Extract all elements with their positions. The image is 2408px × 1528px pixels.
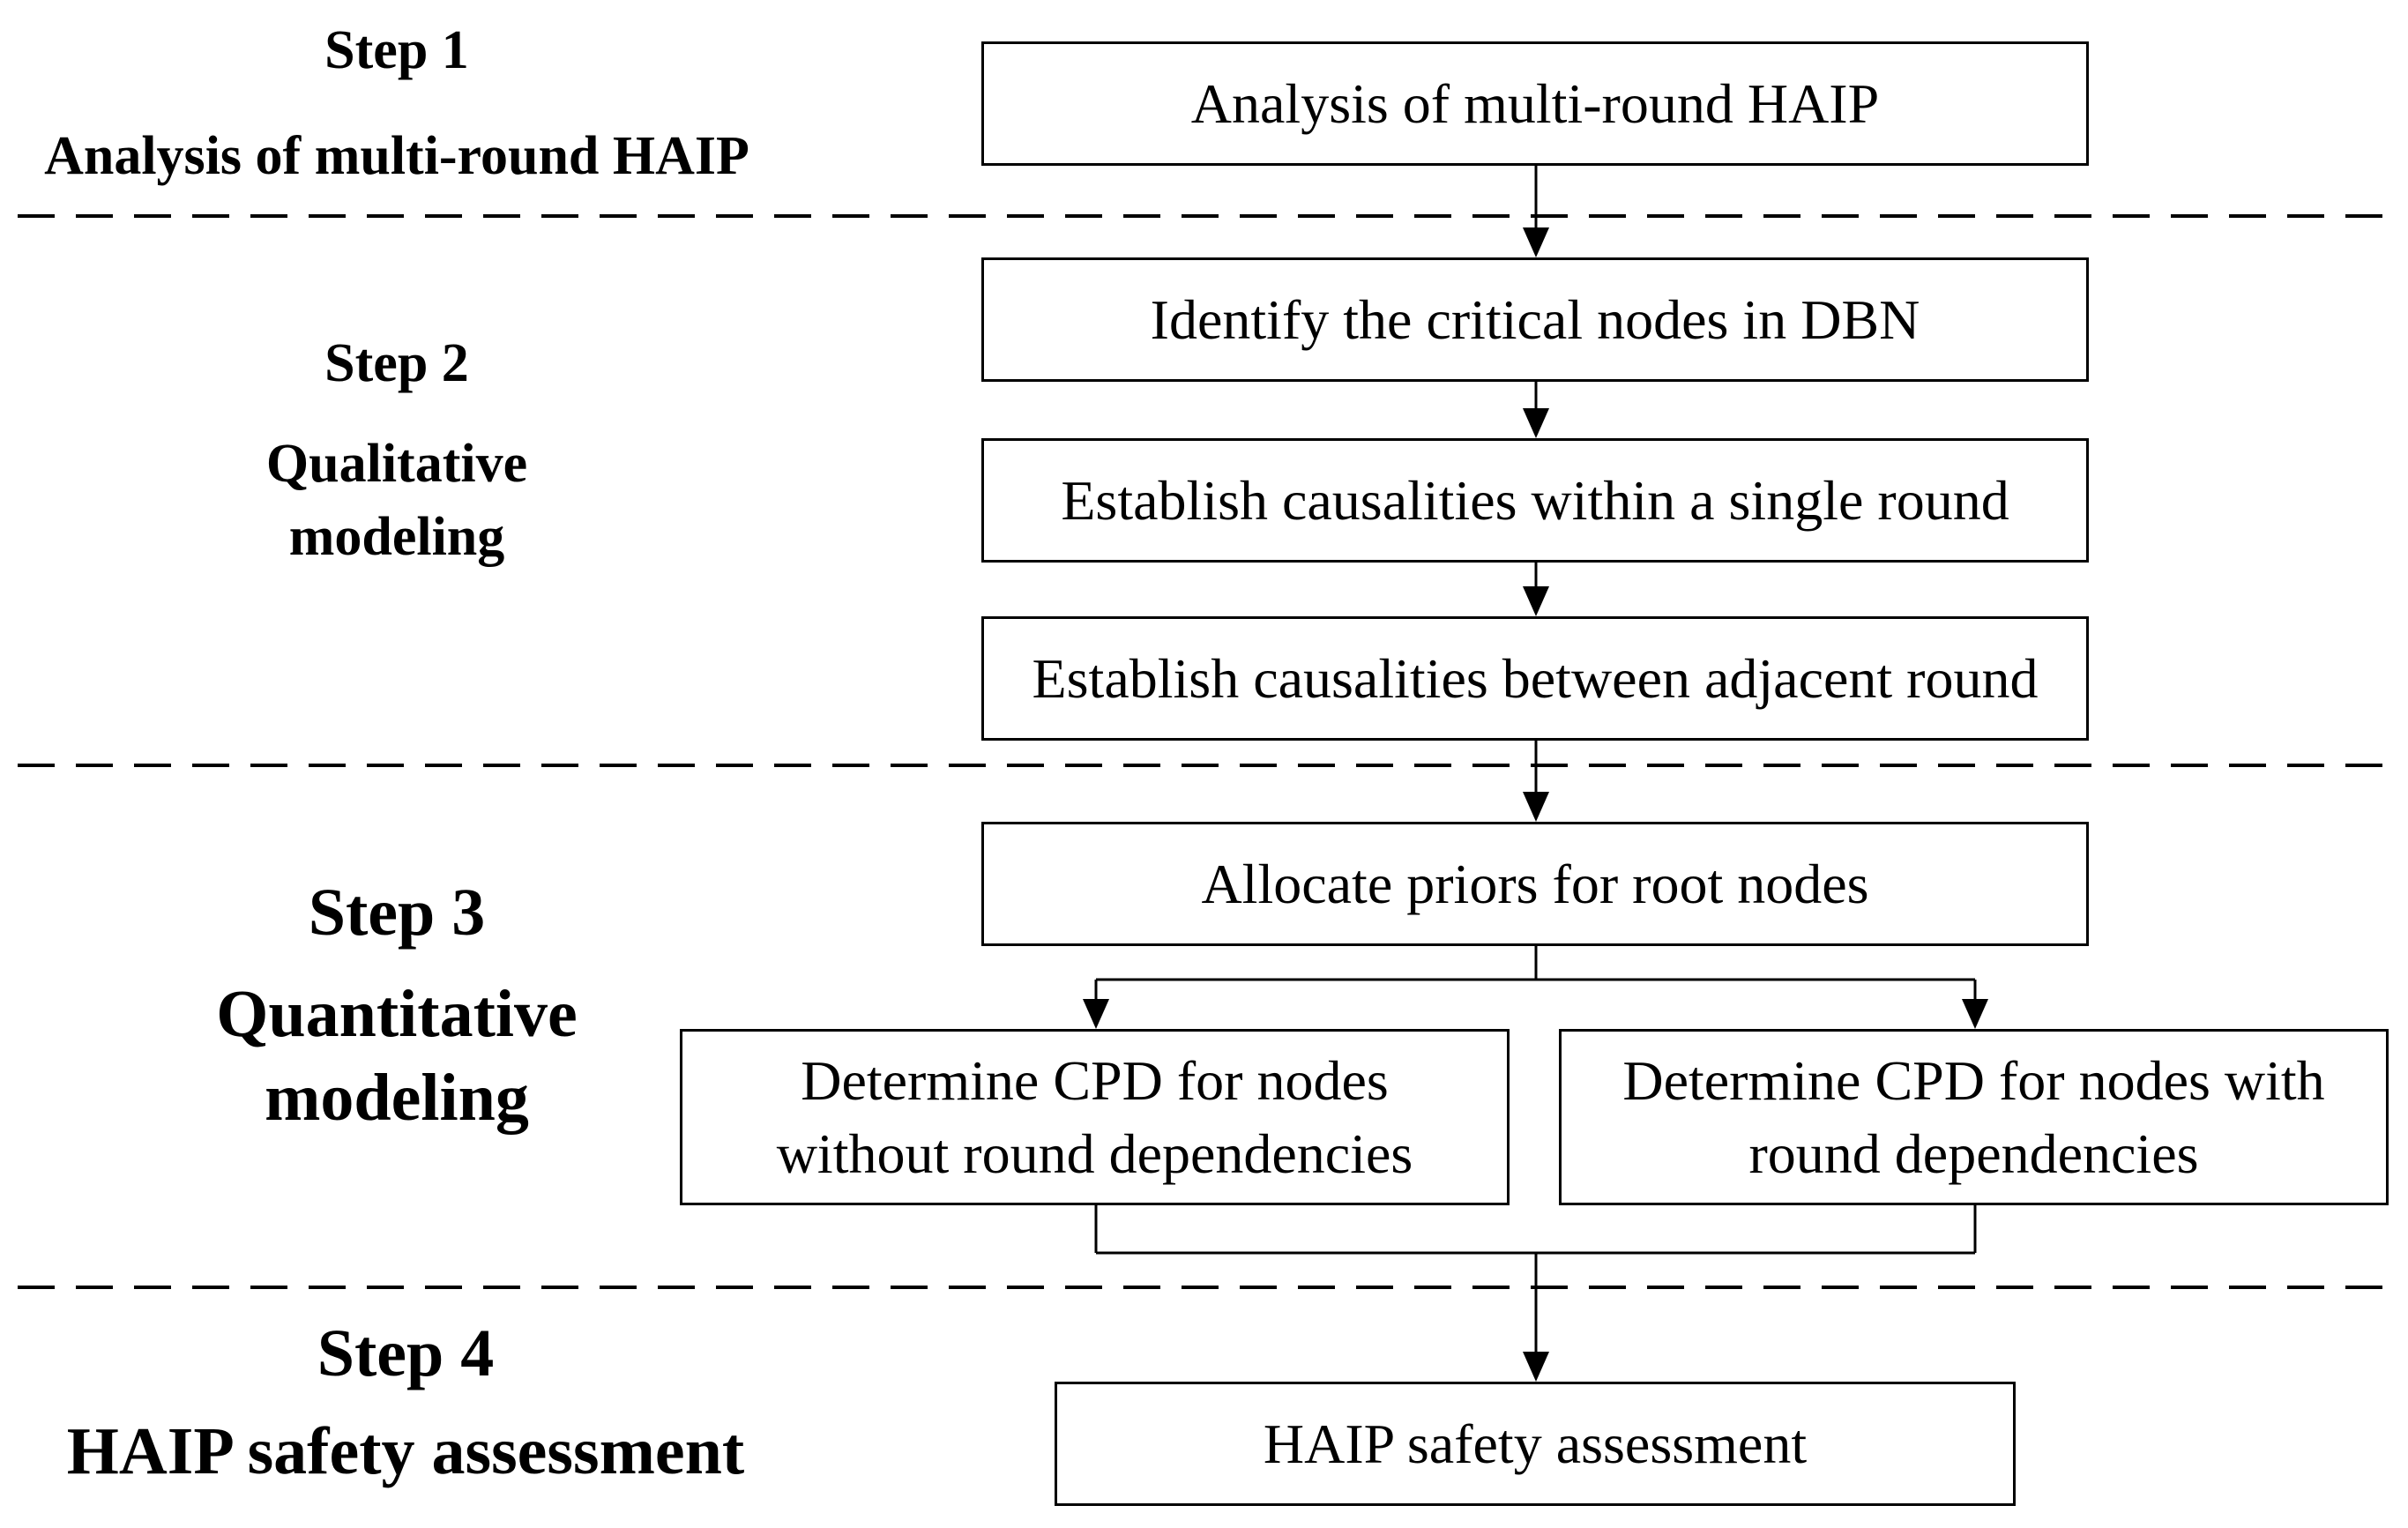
- cpd-with-dependencies-box: Determine CPD for nodes with round depen…: [1559, 1029, 2389, 1205]
- allocate-priors-box: Allocate priors for root nodes: [981, 822, 2089, 946]
- arrowhead-cpd-without: [1083, 999, 1109, 1029]
- arrowhead-adjacent: [1523, 586, 1549, 616]
- causalities-single-box: Establish causalities within a single ro…: [981, 438, 2089, 563]
- step3-subtitle-line1: Quantitative: [216, 977, 578, 1052]
- causalities-adjacent-box-text: Establish causalities between adjacent r…: [1032, 646, 2039, 710]
- step2-title: Step 2: [324, 333, 469, 393]
- step2-label: Step 2 Qualitative modeling: [18, 331, 776, 570]
- analysis-box: Analysis of multi-round HAIP: [981, 41, 2089, 166]
- step4-label: Step 4 HAIP safety assessment: [18, 1314, 794, 1492]
- arrowhead-cpd-with: [1962, 999, 1988, 1029]
- safety-assessment-box: HAIP safety assessment: [1055, 1382, 2016, 1506]
- step3-label: Step 3 Quantitative modeling: [18, 873, 776, 1139]
- arrowhead-identify: [1523, 227, 1549, 257]
- cpd-without-dependencies-box: Determine CPD for nodes without round de…: [680, 1029, 1510, 1205]
- step1-title: Step 1: [324, 20, 469, 80]
- step4-title: Step 4: [317, 1316, 495, 1390]
- analysis-box-text: Analysis of multi-round HAIP: [1190, 71, 1880, 135]
- arrowhead-priors: [1523, 792, 1549, 822]
- arrowhead-single: [1523, 408, 1549, 438]
- cpd-without-line2: without round dependencies: [776, 1122, 1413, 1185]
- step3-title: Step 3: [308, 876, 486, 950]
- step2-subtitle-line1: Qualitative: [265, 434, 528, 495]
- causalities-adjacent-box: Establish causalities between adjacent r…: [981, 616, 2089, 741]
- causalities-single-box-text: Establish causalities within a single ro…: [1061, 468, 2009, 532]
- step1-label: Step 1 Analysis of multi-round HAIP: [18, 18, 776, 190]
- identify-nodes-box-text: Identify the critical nodes in DBN: [1150, 287, 1920, 351]
- step4-subtitle: HAIP safety assessment: [66, 1414, 745, 1489]
- step3-subtitle-line2: modeling: [265, 1061, 529, 1136]
- step2-subtitle-line2: modeling: [288, 506, 505, 567]
- cpd-without-line1: Determine CPD for nodes: [801, 1048, 1389, 1112]
- arrowhead-safety: [1523, 1352, 1549, 1382]
- cpd-with-line2: round dependencies: [1748, 1122, 2199, 1185]
- safety-assessment-box-text: HAIP safety assessment: [1263, 1412, 1808, 1475]
- identify-nodes-box: Identify the critical nodes in DBN: [981, 257, 2089, 382]
- step1-subtitle: Analysis of multi-round HAIP: [44, 126, 749, 187]
- allocate-priors-box-text: Allocate priors for root nodes: [1201, 852, 1869, 915]
- cpd-with-line1: Determine CPD for nodes with: [1622, 1048, 2325, 1112]
